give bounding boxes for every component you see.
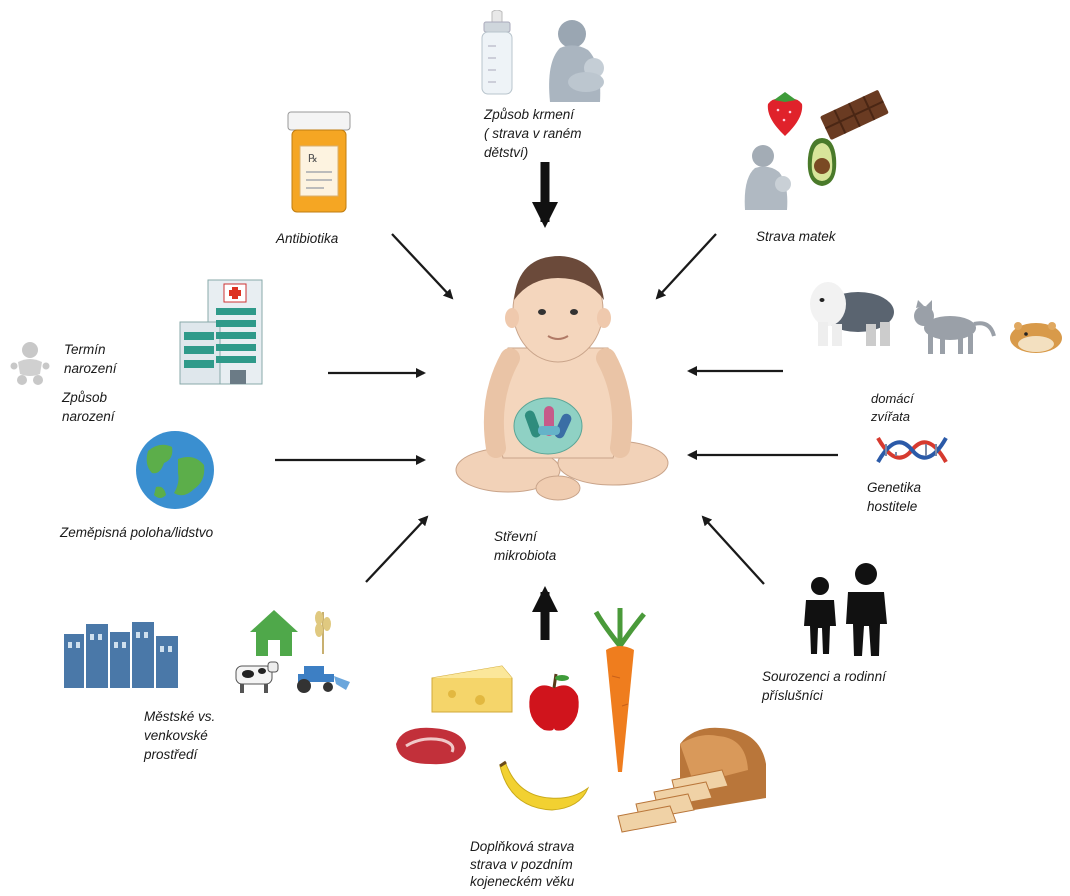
breastfeeding-mother-icon: [530, 12, 620, 102]
house-icon: [246, 608, 302, 658]
environment-line2: venkovské: [144, 726, 215, 745]
birth-mode-label: Způsob narození: [62, 388, 115, 426]
chocolate-bar-icon: [818, 88, 890, 140]
feeding-label-line3: dětství): [484, 143, 582, 162]
siblings-icon: [792, 562, 900, 658]
complementary-line2: strava v pozdním: [470, 856, 574, 874]
dog-icon: [806, 278, 898, 350]
environment-line3: prostředí: [144, 745, 215, 764]
birth-mode-line2: narození: [62, 407, 115, 426]
banana-icon: [496, 760, 590, 816]
bread-icon: [610, 724, 770, 834]
meat-icon: [392, 724, 470, 768]
birth-term-line1: Termín: [64, 340, 117, 359]
dna-icon: [876, 430, 948, 470]
complementary-line3: kojeneckém věku: [470, 873, 574, 891]
pill-bottle-icon: ℞: [284, 110, 354, 215]
hospital-icon: [176, 278, 276, 388]
baby-bottle-icon: [478, 10, 516, 98]
city-icon: [62, 620, 182, 688]
pets-label: domácí zvířata: [871, 390, 914, 426]
tractor-icon: [290, 660, 354, 694]
infant-icon: [10, 340, 50, 386]
genetics-line2: hostitele: [867, 497, 921, 516]
feeding-label-line1: Způsob krmení: [484, 105, 582, 124]
feeding-label-line2: ( strava v raném: [484, 124, 582, 143]
complementary-label: Doplňková strava strava v pozdním kojene…: [470, 838, 574, 891]
siblings-label: Sourozenci a rodinní příslušníci: [762, 667, 886, 705]
pets-line1: domácí: [871, 390, 914, 408]
birth-term-label: Termín narození: [64, 340, 117, 378]
siblings-line2: příslušníci: [762, 686, 886, 705]
breastfeeding-mother-small-icon: [735, 140, 799, 210]
arrow-antibiotics: [392, 234, 452, 298]
environment-label: Městské vs. venkovské prostředí: [144, 707, 215, 764]
center-label-line1: Střevní: [494, 527, 556, 546]
cheese-icon: [430, 664, 514, 714]
siblings-line1: Sourozenci a rodinní: [762, 667, 886, 686]
cat-icon: [910, 300, 996, 356]
antibiotics-label: Antibiotika: [276, 229, 338, 248]
apple-icon: [526, 672, 582, 732]
genetics-label: Genetika hostitele: [867, 478, 921, 516]
complementary-line1: Doplňková strava: [470, 838, 574, 856]
strawberry-icon: [762, 88, 808, 138]
avocado-icon: [804, 136, 840, 188]
cow-icon: [230, 660, 280, 694]
hamster-icon: [1006, 316, 1066, 356]
environment-line1: Městské vs.: [144, 707, 215, 726]
wheat-icon: [308, 606, 338, 654]
genetics-line1: Genetika: [867, 478, 921, 497]
geography-label: Zeměpisná poloha/lidstvo: [60, 523, 213, 542]
feeding-label: Způsob krmení ( strava v raném dětství): [484, 105, 582, 162]
maternal-diet-label: Strava matek: [756, 227, 836, 246]
svg-text:℞: ℞: [308, 153, 318, 165]
center-label-line2: mikrobiota: [494, 546, 556, 565]
pets-line2: zvířata: [871, 408, 914, 426]
arrow-environment: [366, 517, 427, 582]
birth-mode-line1: Způsob: [62, 388, 115, 407]
birth-term-line2: narození: [64, 359, 117, 378]
globe-icon: [134, 429, 216, 511]
arrow-siblings: [703, 517, 764, 584]
center-label: Střevní mikrobiota: [494, 527, 556, 565]
baby-illustration: [448, 248, 678, 518]
